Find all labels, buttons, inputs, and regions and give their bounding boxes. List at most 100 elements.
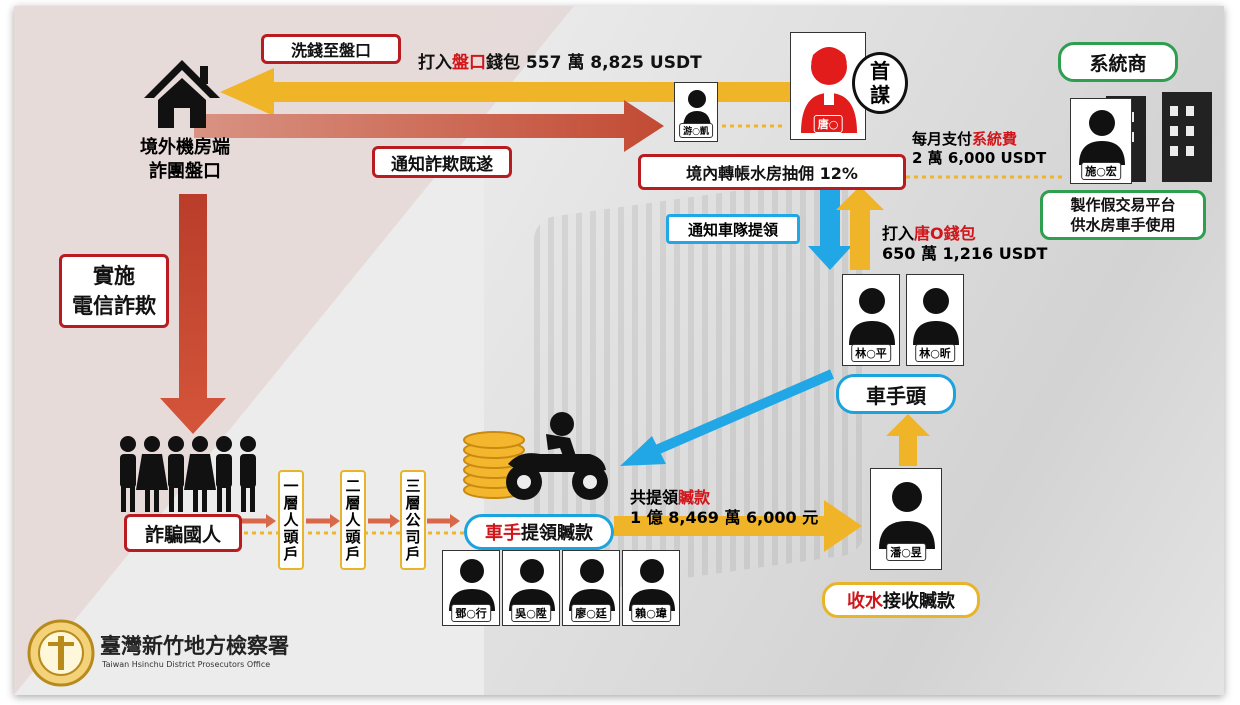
layer2-char: 戶 [345, 545, 361, 563]
system-vendor-box: 系統商 [1058, 42, 1178, 82]
monthly-red: 系統費 [972, 130, 1018, 148]
person-you-kai: 游○凱 [674, 82, 718, 142]
org-name: 臺灣新竹地方檢察署 [100, 633, 289, 658]
vendor-desc2: 供水房車手使用 [1070, 216, 1176, 234]
layer3-char: 公 [405, 511, 421, 529]
crowd-icon [120, 436, 256, 512]
notify-team-label: 通知車隊提領 [666, 214, 800, 244]
to-handicap-post: 錢包 557 萬 8,825 USDT [486, 53, 702, 73]
arrow-layer-3 [368, 514, 400, 528]
person-runner: 鄧○行 [442, 550, 500, 626]
monthly-pre: 每月支付 [912, 130, 973, 148]
to-handicap-label: 打入盤口錢包 557 萬 8,825 USDT [418, 48, 702, 73]
layer2-char: 人 [345, 511, 361, 529]
collect-post: 接收贓款 [883, 591, 955, 612]
overseas-line2: 詐團盤口 [149, 161, 221, 182]
arrow-to-runner-head [886, 414, 930, 466]
layer3-char: 三 [405, 477, 421, 495]
victims-box: 詐騙國人 [124, 514, 242, 552]
vendor-name-tag: 施○宏 [1081, 162, 1121, 180]
person-vendor: 施○宏 [1070, 98, 1132, 184]
person-runner: 賴○瑋 [622, 550, 680, 626]
leader-badge: 首謀 [852, 52, 908, 114]
to-wallet-label: 打入唐O錢包 650 萬 1,216 USDT [882, 224, 1047, 264]
arrow-notify-team [808, 188, 852, 270]
leader-name-tag: 唐○ [813, 115, 843, 133]
collect-box: 收水接收贓款 [822, 582, 980, 618]
person-head-b: 林○昕 [906, 274, 964, 366]
layer3-char: 層 [405, 494, 421, 512]
runner-name-tag: 鄧○行 [451, 604, 491, 622]
person-head-a: 林○平 [842, 274, 900, 366]
layer1-char: 戶 [283, 545, 299, 563]
total-red: 贓款 [678, 488, 711, 507]
total-withdrawn-label: 共提領贓款 1 億 8,469 萬 6,000 元 [630, 488, 818, 528]
diagram-card: 洗錢至盤口 打入盤口錢包 557 萬 8,825 USDT 境外機房端 詐團盤口… [14, 6, 1224, 695]
person-runner: 吳○陞 [502, 550, 560, 626]
runner-red: 車手 [485, 523, 521, 544]
fraud-label: 實施 電信詐欺 [59, 254, 169, 328]
runner-name-tag: 廖○廷 [571, 604, 611, 622]
person-runner: 廖○廷 [562, 550, 620, 626]
person-collector: 潘○昱 [870, 468, 942, 570]
arrow-to-wallet [836, 186, 884, 270]
arrow-fraud-down [160, 194, 226, 434]
overseas-line1: 境外機房端 [140, 137, 230, 158]
to-handicap-pre: 打入 [418, 53, 452, 73]
person-icon [879, 482, 935, 549]
house-icon [144, 60, 220, 128]
monthly-fee-label: 每月支付系統費 2 萬 6,000 USDT [912, 130, 1046, 168]
layer1-char: 層 [283, 494, 299, 512]
layer1-char: 人 [283, 511, 299, 529]
to-wallet-red: 唐O錢包 [914, 224, 976, 243]
layer3-box: 三 層 公 司 戶 [400, 470, 426, 570]
org-name-en: Taiwan Hsinchu District Prosecutors Offi… [102, 660, 271, 669]
layer1-char: 頭 [283, 528, 299, 546]
motorcycle-icon [506, 412, 608, 500]
head-b-name-tag: 林○昕 [915, 344, 955, 362]
runner-withdraw-box: 車手提領贓款 [464, 514, 614, 550]
collector-name-tag: 潘○昱 [886, 543, 926, 561]
commission-box: 境內轉帳水房抽佣 12% [638, 154, 906, 190]
arrow-layer-2 [306, 514, 340, 528]
to-wallet-amount: 650 萬 1,216 USDT [882, 244, 1048, 263]
layer1-char: 一 [283, 477, 299, 495]
total-amount: 1 億 8,469 萬 6,000 元 [630, 508, 819, 527]
person-icon [913, 288, 959, 345]
arrow-layer-4 [427, 514, 460, 528]
runner-head-box: 車手頭 [836, 374, 956, 414]
emblem-icon [27, 619, 95, 687]
arrows-layer [160, 68, 1064, 552]
layer2-char: 二 [345, 477, 361, 495]
layer3-char: 司 [405, 528, 421, 546]
vendor-desc1: 製作假交易平台 [1070, 196, 1176, 214]
launder-label: 洗錢至盤口 [261, 34, 401, 64]
runner-name-tag: 賴○瑋 [631, 604, 671, 622]
notify-success-label: 通知詐欺既遂 [372, 146, 512, 178]
fraud-line1: 實施 [93, 264, 135, 288]
arrow-to-collector [614, 500, 862, 552]
arrow-to-handicap [220, 68, 790, 116]
to-handicap-red: 盤口 [452, 53, 486, 73]
collect-red: 收水 [847, 591, 883, 612]
you-name-tag: 游○凱 [679, 123, 713, 138]
arrow-layer-1 [236, 514, 276, 528]
layer1-box: 一 層 人 頭 戶 [278, 470, 304, 570]
monthly-amount: 2 萬 6,000 USDT [912, 149, 1047, 167]
layer3-char: 戶 [405, 545, 421, 563]
runner-name-tag: 吳○陞 [511, 604, 551, 622]
to-wallet-pre: 打入 [882, 224, 915, 243]
total-pre: 共提領 [630, 488, 679, 507]
runner-post: 提領贓款 [521, 523, 593, 544]
overseas-label: 境外機房端 詐團盤口 [130, 136, 240, 184]
arrow-to-runners [620, 369, 834, 466]
vendor-desc-box: 製作假交易平台 供水房車手使用 [1040, 190, 1206, 240]
layer2-box: 二 層 人 頭 戶 [340, 470, 366, 570]
arrow-notify-success [194, 100, 664, 152]
layer2-char: 頭 [345, 528, 361, 546]
person-icon [849, 288, 895, 345]
layer2-char: 層 [345, 494, 361, 512]
fraud-line2: 電信詐欺 [72, 294, 156, 318]
head-a-name-tag: 林○平 [851, 344, 891, 362]
